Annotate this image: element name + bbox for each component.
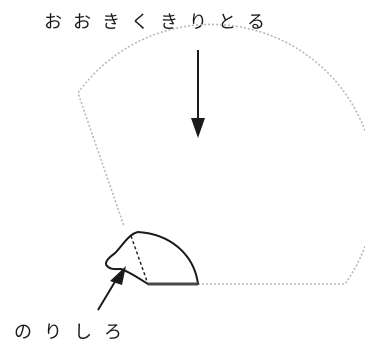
glue-tab-fold-line — [130, 235, 149, 285]
glue-tab-shape — [104, 231, 199, 285]
cut-arrow-head — [191, 118, 205, 138]
glue-margin-label: のりしろ — [14, 322, 134, 343]
cut-out-instruction-label: おおきくきりとる — [44, 12, 276, 33]
glue-arrow-head — [110, 266, 126, 285]
cut-outline-dotted — [77, 23, 365, 285]
glue-arrow-shaft — [97, 279, 117, 311]
